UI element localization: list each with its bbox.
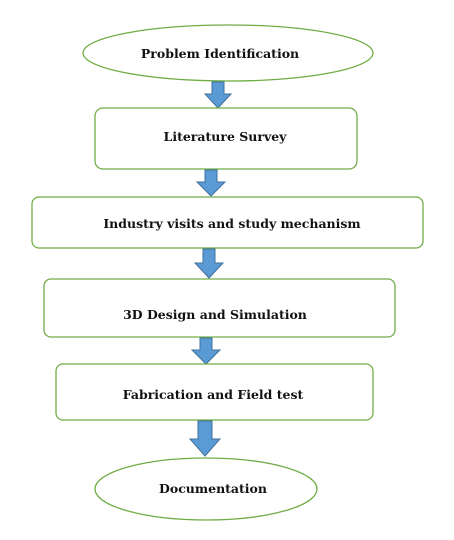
step-label: Industry visits and study mechanism — [103, 216, 360, 231]
step-label: Problem Identification — [141, 46, 299, 61]
step-label: 3D Design and Simulation — [123, 307, 307, 322]
step-shape — [94, 107, 358, 170]
step-label: Fabrication and Field test — [123, 387, 304, 402]
step-literature-survey: Literature Survey — [94, 107, 358, 170]
step-shape — [55, 363, 374, 421]
flow-arrow-5 — [188, 420, 222, 457]
step-shape — [94, 457, 318, 521]
step-shape — [31, 196, 424, 249]
step-shape — [82, 24, 374, 82]
step-problem-identification: Problem Identification — [82, 24, 374, 82]
flow-arrow-1 — [203, 81, 233, 109]
step-3d-design: 3D Design and Simulation — [43, 278, 396, 338]
step-label: Documentation — [159, 481, 267, 496]
step-label: Literature Survey — [164, 129, 288, 144]
flow-arrow-4 — [190, 337, 222, 365]
step-fabrication: Fabrication and Field test — [55, 363, 374, 421]
flow-arrow-2 — [195, 169, 227, 197]
step-shape — [43, 278, 396, 338]
step-industry-visits: Industry visits and study mechanism — [31, 196, 424, 249]
flow-arrow-3 — [193, 248, 225, 279]
step-documentation: Documentation — [94, 457, 318, 521]
